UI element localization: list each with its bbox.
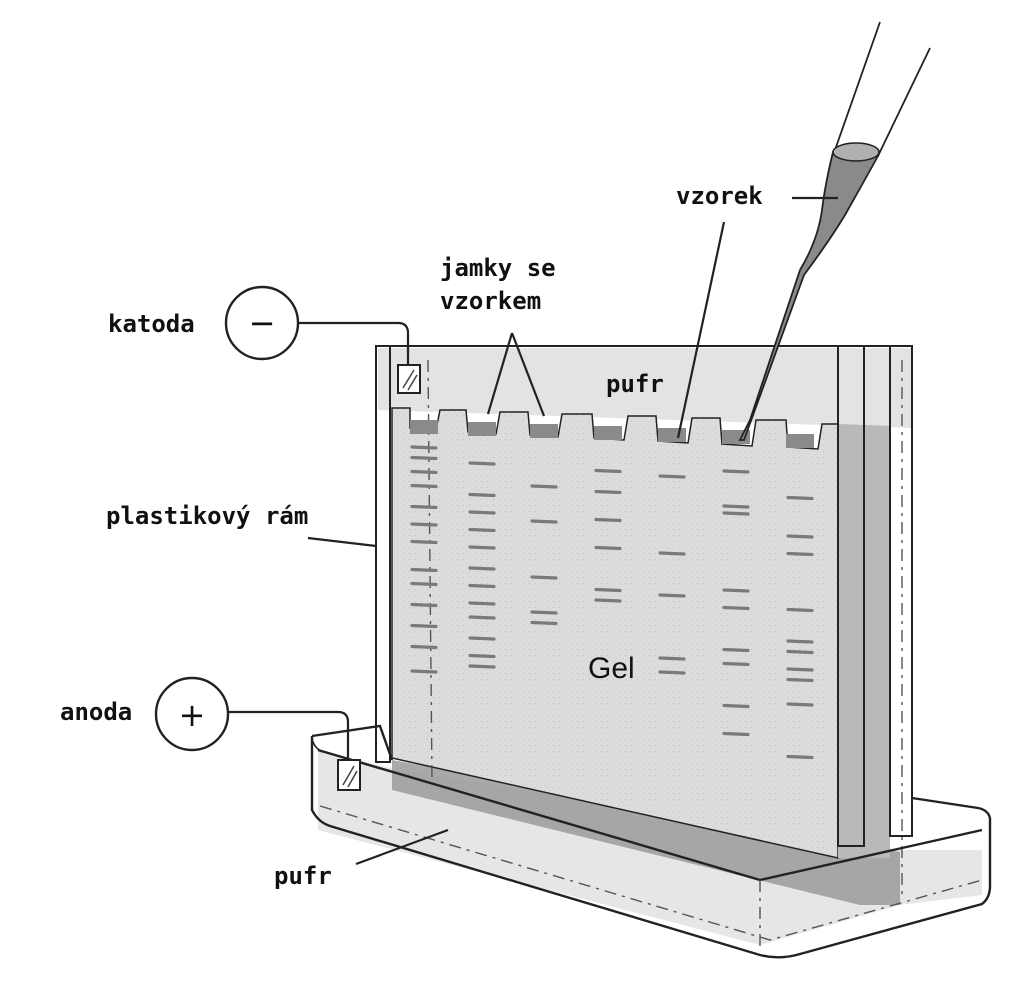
gel-band <box>410 455 438 461</box>
gel-band <box>410 623 438 629</box>
gel-band <box>410 504 438 510</box>
gel-band <box>786 607 814 613</box>
sample-well <box>468 422 496 436</box>
leader-lines <box>228 196 838 866</box>
gel-band <box>722 661 750 667</box>
pipette-sample-liquid <box>738 151 880 441</box>
sample-well <box>530 424 558 438</box>
gel-band <box>594 587 622 593</box>
gel-band <box>594 468 622 474</box>
gel-body <box>391 407 839 859</box>
gel-band <box>468 653 496 659</box>
gel-bands <box>410 445 814 760</box>
gel-plate <box>375 345 913 900</box>
gel-band <box>722 605 750 611</box>
gel-band <box>410 567 438 573</box>
gel-band <box>722 588 750 593</box>
sample-well <box>594 426 622 440</box>
gel-band <box>658 551 686 556</box>
label-vzorek: vzorek <box>676 182 763 210</box>
gel-band <box>468 510 496 515</box>
gel-band <box>722 511 750 516</box>
gel-band <box>468 601 496 606</box>
sample-well <box>786 434 814 448</box>
gel-band <box>786 551 814 557</box>
gel-band <box>658 474 686 479</box>
gel-band <box>786 702 814 707</box>
gel-band <box>468 492 496 498</box>
tray-front <box>310 724 992 959</box>
gel-band <box>468 636 496 641</box>
label-anoda: anoda <box>60 698 132 726</box>
gel-band <box>530 610 558 615</box>
gel-band <box>530 620 558 626</box>
gel-band <box>722 703 750 709</box>
gel-band <box>410 669 438 674</box>
gel-band <box>410 581 438 587</box>
gel-band <box>410 445 438 450</box>
anode-symbol: + <box>154 676 230 752</box>
gel-band <box>468 566 496 571</box>
gel-band <box>786 534 814 539</box>
gel-band <box>786 677 814 683</box>
tray-buffer-dark-strip <box>392 760 900 905</box>
gel-band <box>722 647 750 653</box>
gel-band <box>410 539 438 545</box>
gel-band <box>530 575 558 580</box>
plastic-frame-right-bar <box>837 345 865 847</box>
label-katoda: katoda <box>108 310 195 338</box>
gel-band <box>786 639 814 644</box>
sample-well <box>658 428 686 442</box>
gel-band <box>786 754 814 760</box>
gel-band <box>410 602 438 608</box>
gel-band <box>722 504 750 509</box>
gel-band <box>468 615 496 620</box>
cathode-symbol: − <box>224 285 300 361</box>
gel-band <box>468 545 496 550</box>
gel-band <box>410 483 438 489</box>
minus-sign: − <box>249 304 276 342</box>
gel-band <box>786 649 814 655</box>
gel-band <box>658 593 686 598</box>
label-jamky-line2: vzorkem <box>440 287 541 315</box>
label-pufr-top: pufr <box>606 370 664 398</box>
gel-band <box>722 469 750 474</box>
gel-band <box>594 517 622 523</box>
gel-band <box>468 664 496 669</box>
label-pufr-bottom: pufr <box>274 862 332 890</box>
gel-band <box>530 519 558 524</box>
label-gel: Gel <box>588 652 635 685</box>
sample-well <box>410 420 438 434</box>
pipette <box>738 21 931 441</box>
label-jamky-line1: jamky se <box>440 254 556 282</box>
gel-band <box>658 670 686 675</box>
plastic-frame-right-spacer <box>889 345 913 837</box>
gel-band <box>468 583 496 589</box>
upper-buffer-region <box>378 348 912 428</box>
gel-band <box>468 461 496 466</box>
plus-sign: + <box>179 696 206 734</box>
gel-band <box>594 489 622 495</box>
gel-band <box>722 731 750 737</box>
gel-band <box>410 644 438 650</box>
gel-band <box>594 598 622 603</box>
gel-band <box>786 667 814 672</box>
gel-band <box>786 495 814 501</box>
gel-band <box>410 469 438 475</box>
label-plastikovy-ram: plastikový rám <box>106 502 308 530</box>
gel-band <box>530 484 558 489</box>
gel-band <box>594 545 622 551</box>
gel-band <box>658 656 686 661</box>
pipette-liquid-surface <box>832 142 880 162</box>
gel-band <box>410 522 438 527</box>
gel-band <box>468 527 496 533</box>
